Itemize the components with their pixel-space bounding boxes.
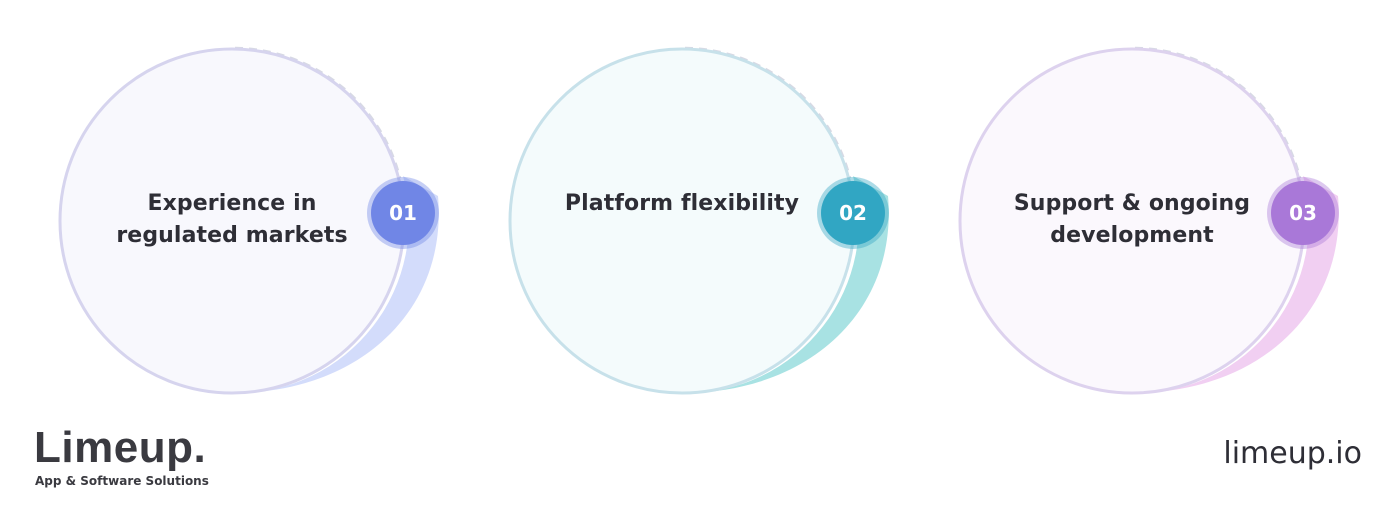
number-badge [821,181,885,245]
logo-subtitle: App & Software Solutions [35,474,209,488]
number-badge [371,181,435,245]
website-link[interactable]: limeup.io [1223,436,1362,471]
feature-circle-graphic-2: 02 [508,46,889,395]
feature-circle-graphic-1: 01 [58,46,439,395]
badge-number: 03 [1289,201,1317,225]
card-title: Support & ongoing development [1013,191,1251,248]
feature-card-3: 03 Support & ongoing development [958,46,1360,398]
feature-card-2: 02 Platform flexibility [508,46,910,398]
number-badge [1271,181,1335,245]
card-title: Platform flexibility [564,191,800,216]
logo-wordmark: Limeup. [34,423,207,472]
feature-card-1: 01 Experience in regulated markets [58,46,460,398]
badge-number: 01 [389,201,417,225]
card-title: Experience in regulated markets [116,191,348,248]
main-circle [508,47,856,395]
badge-number: 02 [839,201,867,225]
feature-circle-graphic-3: 03 [958,46,1339,395]
limeup-logo[interactable]: Limeup. App & Software Solutions [34,423,209,489]
